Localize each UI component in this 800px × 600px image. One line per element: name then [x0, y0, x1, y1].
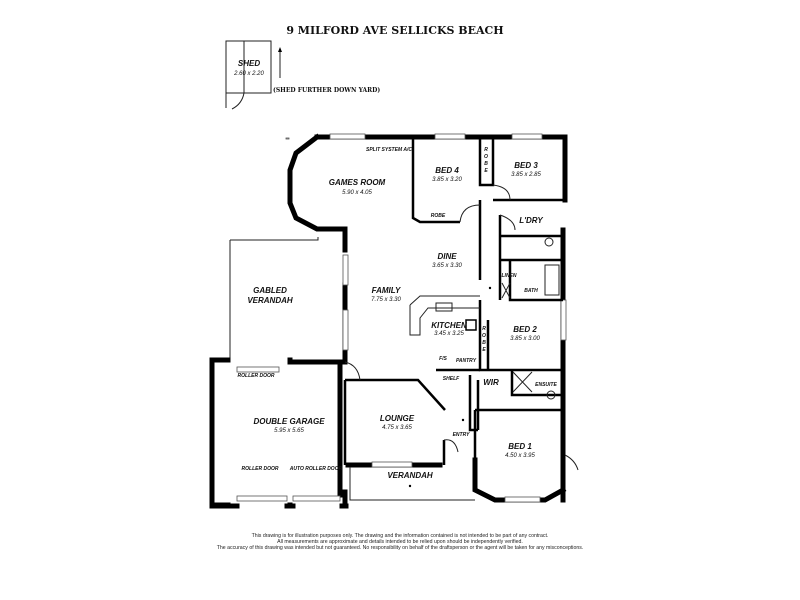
window	[371, 461, 413, 468]
games-room-dims: 5.90 x 4.05	[342, 190, 372, 196]
kitchen-dims: 3.45 x 3.25	[434, 331, 464, 337]
games-room-label: GAMES ROOM	[329, 178, 386, 187]
split-system-label: SPLIT SYSTEM A/C	[366, 147, 412, 153]
shed-note: (SHED FURTHER DOWN YARD)	[273, 87, 380, 94]
exterior-walls	[209, 133, 568, 509]
shelf-label: SHELF	[443, 376, 460, 382]
lounge-dims: 4.75 x 3.65	[382, 425, 412, 431]
ensuite-label: ENSUITE	[535, 382, 557, 388]
robe-letter: O	[484, 154, 488, 160]
linen-label: LINEN	[502, 273, 517, 279]
family-label: FAMILY	[372, 286, 401, 295]
window	[342, 254, 349, 286]
window	[560, 299, 567, 341]
entry-label: ENTRY	[453, 432, 471, 438]
robe-label: ROBE	[431, 213, 446, 219]
gabled-verandah-label-2: VERANDAH	[247, 296, 293, 305]
robe-letter: B	[484, 161, 488, 167]
window	[511, 133, 543, 140]
bed2-dims: 3.85 x 3.00	[510, 336, 540, 342]
robe-letter: O	[482, 333, 486, 339]
room-labels: SPLIT SYSTEM A/C GAMES ROOM 5.90 x 4.05 …	[238, 147, 557, 488]
bathtub-icon	[544, 264, 560, 296]
cooktop-icon	[465, 319, 477, 331]
disclaimer-line: All measurements are approximate and det…	[277, 539, 523, 545]
bed4-label: BED 4	[435, 166, 459, 175]
double-garage-dims: 5.95 x 5.65	[274, 428, 304, 434]
verandah-label: VERANDAH	[387, 471, 433, 480]
gabled-verandah: GABLED VERANDAH	[229, 237, 319, 360]
pantry-label: PANTRY	[456, 358, 477, 364]
fs-label: F/S	[439, 356, 447, 362]
disclaimer: This drawing is for illustration purpose…	[150, 533, 650, 551]
robe-letter: B	[482, 340, 486, 346]
dine-dims: 3.65 x 3.30	[432, 263, 462, 269]
bed2-label: BED 2	[513, 325, 537, 334]
roller-door	[236, 366, 280, 373]
shed-label: SHED	[238, 59, 260, 68]
bed3-dims: 3.85 x 2.85	[511, 172, 541, 178]
plan-title: 9 MILFORD AVE SELLICKS BEACH	[286, 24, 503, 37]
bed1-label: BED 1	[508, 442, 532, 451]
window	[342, 309, 349, 351]
robe-letter: E	[484, 168, 488, 174]
disclaimer-line: This drawing is for illustration purpose…	[251, 533, 549, 539]
roller-door	[236, 495, 288, 502]
bed3-label: BED 3	[514, 161, 538, 170]
wir-label: WIR	[483, 378, 499, 387]
window	[329, 133, 366, 140]
interior-walls	[343, 137, 565, 501]
family-dims: 7.75 x 3.30	[371, 297, 401, 303]
doors	[344, 184, 579, 471]
disclaimer-line: The accuracy of this drawing was intende…	[216, 545, 584, 551]
shed-dims: 2.60 x 2.20	[233, 71, 264, 77]
robe-letter: E	[482, 347, 486, 353]
roller-door-label: ROLLER DOOR	[238, 373, 275, 379]
shower-icon	[512, 371, 533, 393]
auto-roller-door	[292, 495, 341, 502]
window	[434, 133, 466, 140]
bath-label: BATH	[524, 288, 538, 294]
kitchen-label: KITCHEN	[431, 321, 467, 330]
bed1-dims: 4.50 x 3.95	[505, 453, 535, 459]
dine-label: DINE	[437, 252, 457, 261]
bed4-dims: 3.85 x 3.20	[432, 177, 462, 183]
gabled-verandah-label: GABLED	[253, 286, 287, 295]
auto-roller-door-label: AUTO ROLLER DOOR	[289, 466, 343, 472]
shed: SHED 2.60 x 2.20 (SHED FURTHER DOWN YARD…	[225, 40, 380, 110]
toilet-icon	[544, 237, 554, 247]
roller-door-label: ROLLER DOOR	[242, 466, 279, 472]
laundry-label: L'DRY	[519, 216, 543, 225]
robe-letter: R	[482, 326, 486, 332]
robe-letter: R	[484, 147, 488, 153]
lounge-label: LOUNGE	[380, 414, 415, 423]
window	[504, 496, 541, 503]
double-garage-label: DOUBLE GARAGE	[253, 417, 325, 426]
